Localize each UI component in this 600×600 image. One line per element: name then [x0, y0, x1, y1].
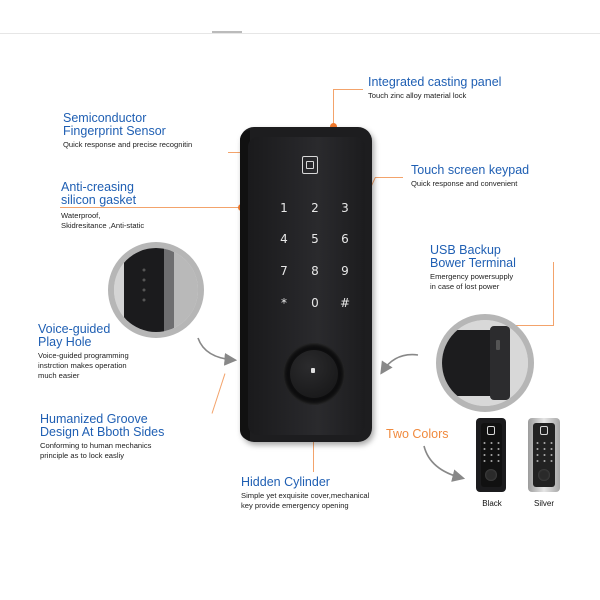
leader-usb-v [553, 262, 554, 325]
feature-voice-desc-3: much easier [38, 371, 80, 380]
key-0: 0 [311, 296, 319, 310]
lock-side-edge [240, 130, 250, 440]
feature-groove: Humanized Groove Design At Bboth Sides C… [40, 413, 164, 461]
feature-voice-title-2: Play Hole [38, 335, 92, 349]
feature-fingerprint-title-1: Semiconductor [63, 111, 147, 125]
feature-keypad-title: Touch screen keypad [411, 163, 530, 177]
leader-casting-h [333, 89, 363, 90]
usb-terminal-closeup [436, 314, 534, 412]
feature-casting-desc: Touch zinc alloy material lock [368, 91, 467, 100]
lock-black-keys [481, 440, 503, 462]
leader-casting-v [333, 89, 334, 127]
leader-usb-h [494, 325, 554, 326]
feature-cylinder-desc-1: Simple yet exquisite cover,mechanical [241, 491, 370, 500]
feature-gasket-desc-1: Waterproof, [61, 211, 101, 220]
feature-groove-title-1: Humanized Groove [40, 412, 148, 426]
key-hash: # [339, 296, 351, 310]
leader-keypad-h [375, 177, 403, 178]
feature-casting-panel: Integrated casting panel Touch zinc allo… [368, 76, 501, 101]
key-9: 9 [341, 264, 349, 278]
feature-gasket-title-1: Anti-creasing [61, 180, 134, 194]
feature-voice-title-1: Voice-guided [38, 322, 111, 336]
feature-cylinder: Hidden Cylinder Simple yet exquisite cov… [241, 476, 369, 511]
voice-hole-closeup [108, 242, 204, 338]
color-label-black: Black [482, 499, 502, 508]
feature-groove-title-2: Design At Bboth Sides [40, 425, 165, 439]
feature-cylinder-title: Hidden Cylinder [241, 475, 330, 489]
feature-gasket: Anti-creasing silicon gasket Waterproof,… [61, 181, 144, 231]
feature-keypad-desc: Quick response and convenient [411, 179, 518, 188]
feature-usb: USB Backup Bower Terminal Emergency powe… [430, 244, 516, 292]
lock-silver-fingerprint [540, 426, 548, 435]
key-1: 1 [280, 201, 288, 215]
key-6: 6 [341, 232, 349, 246]
key-2: 2 [311, 201, 319, 215]
feature-voice-desc-2: instrction makes operation [38, 361, 127, 370]
lock-silver-keys [534, 440, 556, 462]
feature-fingerprint-title-2: Fingerprint Sensor [63, 124, 166, 138]
feature-usb-desc-2: in case of lost power [430, 282, 500, 291]
feature-groove-desc-1: Conforming to human mechanics [40, 441, 152, 450]
feature-fingerprint-desc: Quick response and precise recognitin [63, 140, 193, 149]
feature-voice-desc-1: Voice-guided programming [38, 351, 129, 360]
usb-terminal-closeup-image [442, 320, 528, 406]
dot-casting [330, 123, 337, 130]
two-colors-title: Two Colors [386, 427, 449, 441]
lock-silver-cylinder [538, 469, 550, 481]
cylinder-core [290, 350, 338, 398]
feature-usb-title-1: USB Backup [430, 243, 501, 257]
key-5: 5 [311, 232, 319, 246]
feature-fingerprint: Semiconductor Fingerprint Sensor Quick r… [63, 112, 192, 150]
feature-usb-title-2: Bower Terminal [430, 256, 516, 270]
fingerprint-sensor-inner [306, 161, 314, 169]
feature-gasket-title-2: silicon gasket [61, 193, 137, 207]
key-8: 8 [311, 264, 319, 278]
voice-hole-closeup-image [114, 248, 198, 332]
key-hole [311, 368, 315, 373]
key-star: * [281, 296, 287, 310]
feature-keypad: Touch screen keypad Quick response and c… [411, 164, 529, 189]
color-label-silver: Silver [533, 499, 554, 508]
top-divider [0, 33, 600, 34]
key-3: 3 [341, 201, 349, 215]
feature-cylinder-desc-2: key provide emergency opening [241, 501, 349, 510]
leader-gasket [60, 207, 242, 208]
feature-groove-desc-2: principle as to lock easliy [40, 451, 124, 460]
lock-black-fingerprint [487, 426, 495, 435]
top-mark [212, 31, 242, 33]
key-4: 4 [280, 232, 288, 246]
fingerprint-sensor-icon [302, 156, 318, 174]
leader-groove [211, 373, 226, 414]
key-7: 7 [280, 264, 288, 278]
feature-casting-title: Integrated casting panel [368, 75, 502, 89]
feature-gasket-desc-2: Skidresitance ,Anti-static [61, 221, 145, 230]
feature-usb-desc-1: Emergency powersupply [430, 272, 514, 281]
lock-black-cylinder [485, 469, 497, 481]
feature-voice: Voice-guided Play Hole Voice-guided prog… [38, 323, 129, 381]
